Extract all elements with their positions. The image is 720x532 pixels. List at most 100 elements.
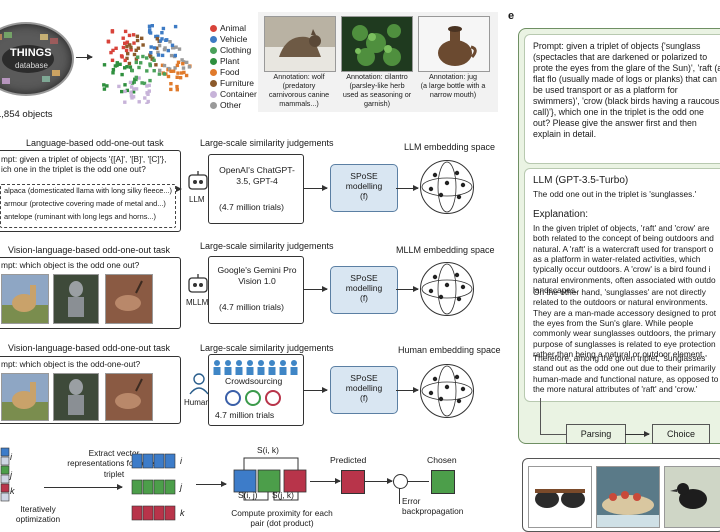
thumbnail-mosaic bbox=[0, 32, 60, 84]
scatter-point bbox=[126, 52, 130, 56]
scatter-point bbox=[145, 102, 149, 104]
scatter-point bbox=[152, 46, 157, 50]
scatter-point bbox=[135, 34, 140, 38]
crowd-person-head bbox=[291, 360, 297, 366]
predicted-label: Predicted bbox=[330, 455, 367, 465]
row2-task-title: Vision-language-based odd-one-out task bbox=[8, 245, 170, 255]
scatter-point bbox=[168, 40, 172, 44]
scatter-point bbox=[146, 92, 150, 96]
row2-alpaca-photo bbox=[1, 274, 49, 324]
row2-embedding-globe bbox=[420, 262, 474, 316]
scatter-point bbox=[148, 28, 152, 32]
crowd-person-body bbox=[268, 367, 276, 375]
vector-label-j: j bbox=[180, 482, 182, 492]
row3-task-title: Vision-language-based odd-one-out task bbox=[8, 343, 170, 353]
crowd-icon bbox=[213, 360, 298, 375]
scatter-point bbox=[157, 43, 162, 48]
row3-armour-photo bbox=[53, 373, 99, 421]
scatter-point bbox=[105, 84, 109, 88]
embedding-point bbox=[432, 274, 438, 280]
scatter-point bbox=[142, 81, 147, 86]
row2-arrow-3 bbox=[396, 286, 419, 292]
row1-prompt-box: mpt: given a triplet of objects '{[A]', … bbox=[0, 150, 181, 232]
row1-model-name: OpenAI's ChatGPT-3.5, GPT-4 bbox=[219, 165, 295, 186]
row2-arrow-2 bbox=[303, 286, 328, 292]
scatter-point bbox=[149, 45, 153, 49]
vector-cell bbox=[142, 479, 154, 495]
legend-dot-icon bbox=[210, 69, 217, 76]
embedding-point bbox=[456, 296, 462, 302]
scatter-point bbox=[156, 50, 160, 55]
scatter-point bbox=[125, 56, 129, 61]
scatter-point bbox=[123, 29, 128, 34]
person-icon bbox=[189, 373, 209, 395]
legend-dot-icon bbox=[210, 102, 217, 109]
crowd-person-head bbox=[247, 360, 253, 366]
row3-arrow-3 bbox=[396, 387, 419, 393]
scatter-point bbox=[124, 48, 129, 53]
row2-model-box: Google's Gemini Pro Vision 1.0 (4.7 mill… bbox=[208, 256, 304, 324]
chosen-label: Chosen bbox=[427, 455, 457, 465]
choice-buttons-icon bbox=[225, 390, 281, 406]
scatter-point bbox=[176, 71, 180, 75]
crowd-person-head bbox=[214, 360, 220, 366]
scatter-point bbox=[182, 70, 186, 75]
embedding-point bbox=[438, 294, 444, 300]
matrix-row-i: i bbox=[10, 452, 12, 462]
scatter-point bbox=[184, 73, 189, 78]
scatter-point bbox=[134, 87, 139, 91]
vector-label-i: i bbox=[180, 456, 182, 466]
scatter-point bbox=[111, 68, 116, 72]
explanation-title: Explanation: bbox=[533, 209, 589, 220]
predicted-square bbox=[341, 470, 365, 494]
matrix-row bbox=[0, 483, 10, 493]
crowd-person-body bbox=[224, 367, 232, 375]
row1-item-c: antelope (ruminant with long legs and ho… bbox=[4, 212, 157, 221]
embedding-matrix-icon bbox=[0, 447, 10, 502]
cilantro-photo bbox=[341, 16, 413, 72]
scatter-point bbox=[175, 84, 179, 89]
scatter-point bbox=[131, 90, 136, 94]
scatter-point bbox=[102, 83, 106, 87]
vector-cell bbox=[164, 479, 176, 495]
scatter-point bbox=[162, 72, 167, 76]
scatter-point bbox=[175, 63, 180, 68]
scatter-point bbox=[169, 87, 173, 92]
scatter-point bbox=[121, 45, 126, 50]
row3-spose-box: SPoSE modelling (f) bbox=[330, 366, 398, 414]
scatter-point bbox=[173, 66, 177, 70]
scatter-point bbox=[109, 50, 113, 55]
embedding-point bbox=[432, 172, 438, 178]
crowd-person-body bbox=[246, 367, 254, 375]
row3-antelope-photo bbox=[105, 373, 153, 421]
scatter-point bbox=[127, 61, 132, 66]
scatter-point bbox=[158, 68, 162, 73]
scatter-point bbox=[121, 36, 125, 40]
arrow-to-embedding bbox=[76, 54, 93, 60]
llm-title: LLM (GPT-3.5-Turbo) bbox=[533, 175, 629, 186]
scatter-point bbox=[173, 53, 177, 58]
llm-response-bubble: LLM (GPT-3.5-Turbo) The odd one out in t… bbox=[524, 168, 720, 402]
scatter-point bbox=[173, 24, 178, 29]
scatter-point bbox=[134, 75, 138, 80]
scatter-point bbox=[135, 38, 140, 43]
legend-dot-icon bbox=[210, 36, 217, 43]
parsing-flow-line bbox=[540, 398, 541, 434]
row1-item-b: armour (protective covering made of meta… bbox=[4, 199, 166, 208]
explanation-para-1: In the given triplet of objects, 'raft' … bbox=[533, 223, 716, 296]
iterative-optimization-label: Iteratively optimization bbox=[15, 504, 61, 525]
scatter-point bbox=[127, 33, 132, 38]
legend-dot-icon bbox=[210, 25, 217, 32]
vector-cell bbox=[131, 453, 143, 469]
row1-spose-box: SPoSE modelling (f) bbox=[330, 164, 398, 212]
scatter-point bbox=[129, 85, 134, 89]
scatter-point bbox=[125, 88, 129, 93]
embedding-point bbox=[438, 192, 444, 198]
scatter-point bbox=[137, 76, 141, 80]
row3-trials: 4.7 million trials bbox=[215, 410, 275, 420]
scatter-point bbox=[154, 63, 158, 67]
scatter-point bbox=[169, 82, 173, 86]
vector-cell bbox=[164, 453, 176, 469]
embedding-point bbox=[428, 186, 434, 192]
row2-judgement-title: Large-scale similarity judgements bbox=[200, 241, 334, 251]
